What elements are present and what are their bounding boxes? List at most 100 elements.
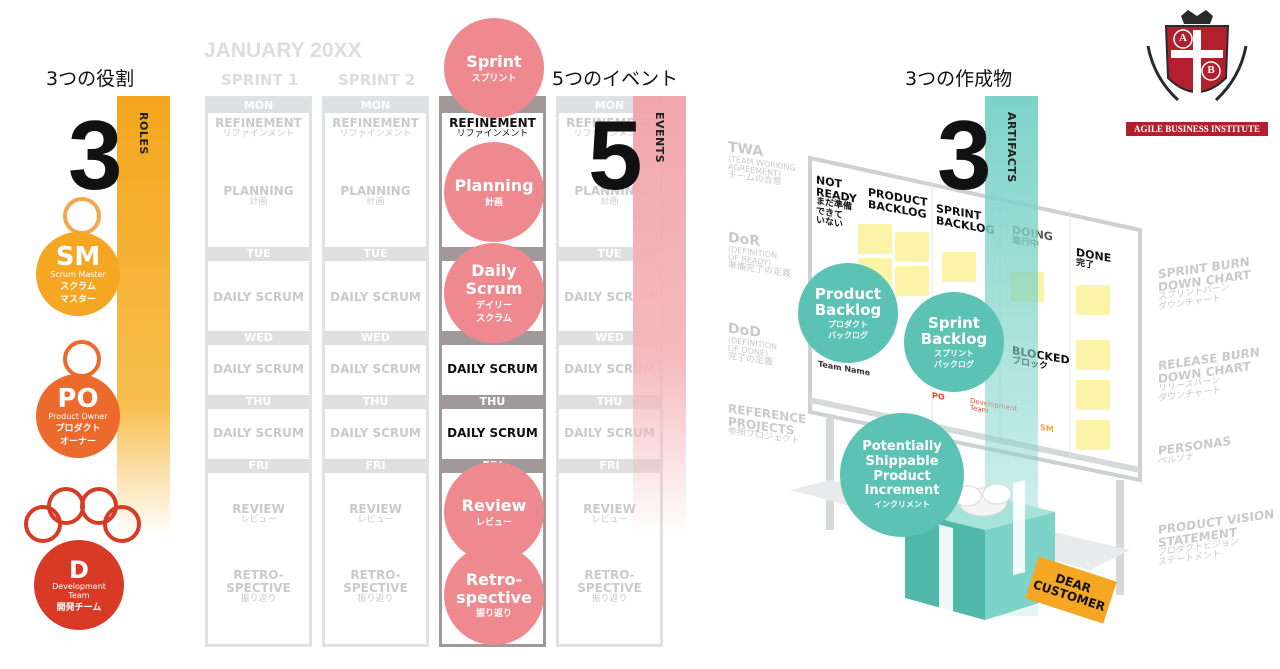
day-header: MON	[208, 99, 309, 113]
sm-jp2: マスター	[59, 294, 96, 305]
artifact-product-backlog: Product Backlog プロダクト バックログ	[798, 263, 898, 363]
calendar-cell-label-2: SPECTIVE	[343, 581, 408, 596]
calendar-cell-label: DAILY SCRUM	[330, 426, 421, 440]
sticky-note	[1076, 340, 1110, 370]
label-product-vision: PRODUCT VISION STATEMENT プロダクトビジョン ステートメ…	[1158, 507, 1274, 568]
calendar-cell-label: RETRO-	[233, 568, 284, 582]
calendar-cell-label: REFINEMENT	[449, 116, 536, 130]
calendar-cell-label: DAILY SCRUM	[447, 362, 538, 376]
calendar-cell-label: DAILY SCRUM	[447, 426, 538, 440]
board-not-ready: NOT READY まだ準備 できて いない	[816, 173, 857, 233]
po-en: Product Owner	[48, 411, 108, 421]
label-twa: TWA (TEAM WORKING AGREEMENT) チームの合意	[728, 139, 796, 190]
calendar-cell-label: RETRO-	[350, 568, 401, 582]
day-header: MON	[325, 99, 426, 113]
event-planning: Planning 計画	[444, 142, 544, 242]
day-header: THU	[325, 395, 426, 409]
inc-en1: Potentially	[862, 438, 942, 454]
label-dor: DoR (DEFINITION OF READY) 準備完了の定義	[728, 230, 791, 281]
dev-abbr: D	[69, 555, 89, 584]
calendar-cell-label: PLANNING	[574, 184, 645, 198]
sm-abbr: SM	[55, 241, 101, 272]
calendar-cell-sub: レビュー	[591, 515, 628, 526]
artifacts-number: 3	[937, 100, 992, 210]
po-jp1: プロダクト	[55, 423, 101, 434]
calendar-cell-label: REVIEW	[583, 502, 636, 516]
logo: A B AGILE BUSINESS INSTITUTE	[1126, 8, 1268, 140]
calendar-cell: DAILY SCRUM	[325, 426, 426, 440]
sb-jp2: バックログ	[934, 359, 974, 369]
event-retro-jp: 振り返り	[475, 609, 512, 620]
calendar-cell-label: REVIEW	[232, 502, 285, 516]
calendar-cell: DAILY SCRUM	[559, 290, 660, 304]
sm-jp1: スクラム	[60, 281, 96, 292]
sm-circle: SM Scrum Master スクラム マスター	[36, 232, 120, 316]
inc-en4: Increment	[864, 483, 940, 499]
artifacts-bar-label: ARTIFACTS	[1005, 112, 1018, 183]
day-header: THU	[208, 395, 309, 409]
calendar-cell-label: REFINEMENT	[215, 116, 302, 130]
logo-letter-a: A	[1179, 32, 1187, 44]
day-header: FRI	[208, 459, 309, 473]
calendar-cell-sub: レビュー	[240, 515, 277, 526]
calendar-cell-label: DAILY SCRUM	[330, 362, 421, 376]
calendar-cell-label: REVIEW	[349, 502, 402, 516]
label-release-burndown: RELEASE BURN DOWN CHART リリースバーン ダウンチャート	[1158, 345, 1260, 404]
sm-en: Scrum Master	[50, 269, 106, 279]
roles-bar-label: ROLES	[137, 112, 150, 155]
event-sprint-jp: スプリント	[471, 74, 517, 84]
pb-jp2: バックログ	[828, 330, 868, 340]
sb-jp1: スプリント	[934, 348, 974, 358]
calendar-cell-label-2: SPECTIVE	[577, 581, 642, 596]
label-personas: PERSONAS ペルソナ	[1158, 434, 1231, 467]
event-retro-en1: Retro-	[465, 569, 523, 589]
event-daily-jp1: デイリー	[475, 300, 512, 311]
label-sprint-burndown: SPRINT BURN DOWN CHART スプリントバーン ダウンチャート	[1158, 255, 1251, 313]
inc-en2: Shippable	[865, 453, 939, 469]
sticky-note	[895, 232, 929, 262]
calendar-cell: DAILY SCRUM	[208, 362, 309, 376]
calendar-cell-label: REFINEMENT	[332, 116, 419, 130]
sticky-note	[895, 266, 929, 296]
calendar-cell: DAILY SCRUM	[208, 290, 309, 304]
roles-number: 3	[68, 100, 123, 210]
sticky-note	[942, 252, 976, 282]
calendar-cell-label: DAILY SCRUM	[564, 426, 655, 440]
event-review-jp: レビュー	[475, 518, 512, 528]
events-title: 5つのイベント	[552, 68, 679, 90]
event-daily-scrum: Daily Scrum デイリー スクラム	[444, 243, 544, 343]
pb-en2: Backlog	[814, 301, 882, 319]
calendar-cell-sub: 計画	[249, 197, 268, 208]
calendar-cell-label: REFINEMENT	[566, 116, 653, 130]
calendar-cell: DAILY SCRUM	[442, 421, 543, 447]
calendar-cell: DAILY SCRUM	[442, 357, 543, 383]
po-circle: PO Product Owner プロダクト オーナー	[36, 374, 120, 458]
pb-jp1: プロダクト	[828, 319, 868, 329]
dev-circle: D Development Team 開発チーム	[34, 540, 124, 630]
calendar-cell: DAILY SCRUM	[325, 290, 426, 304]
artifact-increment: Potentially Shippable Product Increment …	[840, 413, 964, 537]
event-sprint-en: Sprint	[466, 52, 522, 71]
calendar-cell-sub: 振り返り	[357, 594, 394, 605]
calendar-cell-sub: 計画	[600, 197, 619, 208]
dev-jp1: 開発チーム	[56, 602, 102, 613]
events-bar-label: EVENTS	[653, 112, 666, 164]
calendar-cell-label: RETRO-	[584, 568, 635, 582]
events-number: 5	[588, 100, 643, 210]
sticky-note	[1076, 420, 1110, 450]
sb-en2: Backlog	[920, 330, 988, 348]
event-sprint: Sprint スプリント	[444, 18, 544, 118]
calendar-cell-label: PLANNING	[223, 184, 294, 198]
calendar-cell: DAILY SCRUM	[208, 426, 309, 440]
calendar-cell-label: DAILY SCRUM	[564, 290, 655, 304]
